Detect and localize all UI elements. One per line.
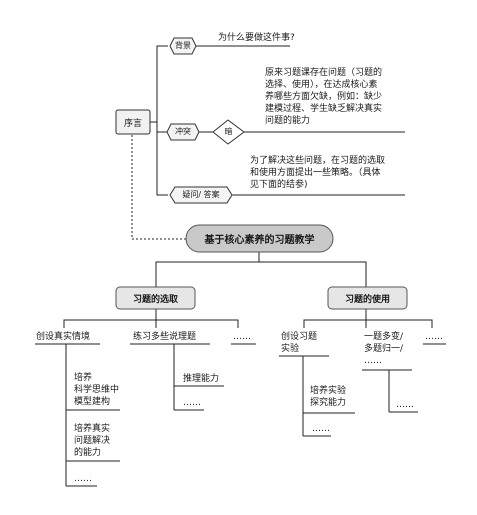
- item-line: 探究能力: [310, 398, 347, 408]
- background-label: 背景: [175, 41, 191, 50]
- item-line: 一题多变/: [364, 332, 404, 342]
- background-node[interactable]: [169, 37, 197, 55]
- scenario-item-more[interactable]: ……: [74, 474, 92, 484]
- item-line: 的能力: [74, 448, 102, 458]
- preface-label: 序言: [123, 119, 142, 129]
- qa-text: 为了解决这些问题，在习题的选取 和使用方面提出一些策略。（具体 见下面的结参): [250, 155, 385, 191]
- conflict-text-line: 原来习题课存在问题（习题的: [265, 68, 383, 78]
- experiment-item-more[interactable]: ……: [312, 424, 330, 434]
- qa-label: 疑问/ 答案: [182, 190, 220, 199]
- qa-text-line: 见下面的结参): [250, 180, 308, 190]
- item-line: 培养: [74, 373, 93, 383]
- main-topic-node[interactable]: [185, 224, 334, 253]
- selection-branch-node[interactable]: [115, 286, 196, 310]
- usage-branch-label: 习题的使用: [344, 295, 390, 305]
- item-line: ……: [364, 356, 382, 366]
- conflict-text-line: 养哪些方面欠缺，例如：缺少: [265, 92, 383, 102]
- main-topic-label: 基于核心素养的习题教学: [204, 235, 315, 246]
- preface-box[interactable]: [115, 109, 151, 135]
- connector-preface-background: [156, 45, 168, 122]
- experiment-item-inquiry[interactable]: 培养实验 探究能力: [310, 385, 346, 409]
- hint-label: 暗: [224, 127, 233, 136]
- selection-more-node[interactable]: ……: [233, 332, 251, 342]
- item-line: 培养实验: [310, 386, 347, 396]
- conflict-text-line: 建模过程、学生缺乏解决真实: [265, 104, 383, 114]
- scenario-item-model[interactable]: 培养 科学思维中 模型建构: [74, 372, 119, 408]
- usage-more-node[interactable]: ……: [425, 332, 443, 342]
- scenario-node[interactable]: 创设真实情境: [36, 332, 91, 342]
- item-line: 科学思维中: [74, 385, 120, 395]
- practice-item-more[interactable]: ……: [183, 398, 201, 408]
- conflict-text-line: 选择、使用），在达成核心素: [265, 80, 378, 90]
- conflict-label: 冲突: [175, 127, 191, 136]
- dashed-link: [131, 135, 186, 240]
- scenario-item-problem-solving[interactable]: 培养真实 问题解决 的能力: [74, 423, 110, 459]
- qa-node[interactable]: [169, 186, 233, 204]
- conflict-text-line: 问题的能力: [265, 116, 311, 126]
- practice-item-reasoning[interactable]: 推理能力: [183, 374, 220, 384]
- conflict-text: 原来习题课存在问题（习题的 选择、使用），在达成核心素 养哪些方面欠缺，例如：缺…: [265, 67, 382, 127]
- connector-preface-qa: [156, 122, 168, 196]
- conflict-node[interactable]: [166, 123, 200, 141]
- qa-text-line: 和使用方面提出一些策略。（具体: [250, 168, 381, 178]
- item-line: 模型建构: [74, 397, 111, 407]
- item-line: 实验: [281, 344, 300, 354]
- qa-text-line: 为了解决这些问题，在习题的选取: [250, 156, 386, 166]
- item-line: 培养真实: [74, 424, 111, 434]
- experiment-node[interactable]: 创设习题 实验: [281, 331, 317, 355]
- item-line: 问题解决: [74, 436, 111, 446]
- practice-node[interactable]: 练习多些说理题: [133, 332, 197, 342]
- variants-node[interactable]: 一题多变/ 多题归一/ ……: [364, 331, 403, 367]
- variant-item-more[interactable]: ……: [396, 400, 414, 410]
- selection-branch-label: 习题的选取: [132, 295, 178, 305]
- hint-diamond[interactable]: [212, 119, 245, 145]
- item-line: 创设习题: [281, 332, 318, 342]
- item-line: 多题归一/: [364, 344, 404, 354]
- connector-main-branches: [155, 261, 367, 298]
- background-text: 为什么要做这件事?: [218, 33, 295, 43]
- usage-branch-node[interactable]: [327, 286, 408, 310]
